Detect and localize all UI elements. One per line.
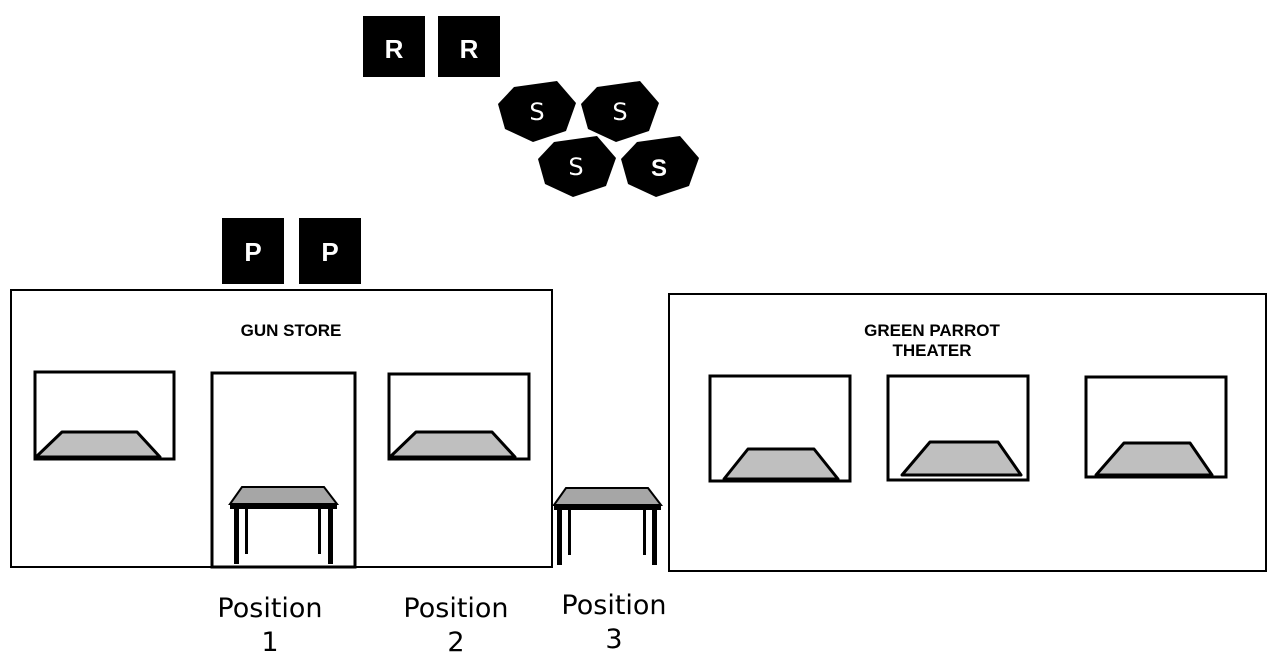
p-token: P	[299, 218, 361, 284]
s-token-label: S	[529, 98, 544, 126]
p-token-label: P	[244, 237, 261, 267]
p-token: P	[222, 218, 284, 284]
table-position-3	[552, 487, 664, 565]
window	[886, 374, 1030, 482]
theater-building: GREEN PARROT THEATER	[668, 293, 1267, 572]
r-token: R	[363, 16, 425, 77]
position-number: 1	[261, 627, 278, 656]
p-token-label: P	[321, 237, 338, 267]
door	[210, 371, 357, 569]
window	[387, 372, 531, 461]
window	[708, 374, 852, 483]
window	[1084, 375, 1228, 479]
table-position-1	[228, 486, 340, 564]
r-token: R	[438, 16, 500, 77]
s-token-label: S	[612, 98, 627, 126]
r-token-label: R	[460, 34, 479, 64]
theater-label-line2: THEATER	[892, 341, 971, 360]
theater-label-line1: GREEN PARROT	[864, 321, 1000, 340]
s-token-label: S	[568, 153, 583, 181]
s-token: S	[581, 81, 659, 142]
r-token-label: R	[385, 34, 404, 64]
s-token: S	[621, 136, 699, 197]
position-word: Position	[561, 590, 666, 621]
gun-store-building: GUN STORE	[10, 289, 553, 569]
s-token-label: S	[651, 155, 667, 182]
s-token: S	[538, 136, 616, 197]
s-token: S	[498, 81, 576, 142]
position-word: Position	[403, 593, 508, 624]
position-number: 3	[605, 624, 622, 655]
position-word: Position	[217, 593, 322, 624]
position-label-2: Position 2	[403, 593, 508, 656]
position-number: 2	[447, 627, 464, 656]
position-label-3: Position 3	[561, 590, 666, 655]
window	[33, 370, 176, 461]
position-label-1: Position 1	[217, 593, 322, 656]
gun-store-label: GUN STORE	[241, 321, 342, 340]
